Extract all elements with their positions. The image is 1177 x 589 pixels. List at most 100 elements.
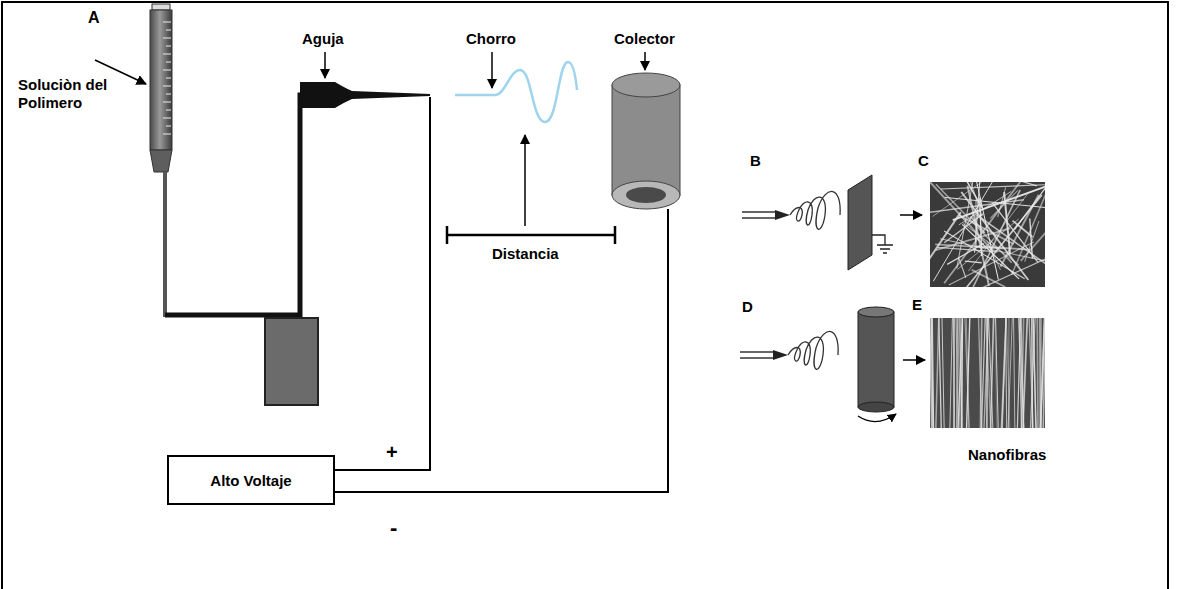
part-label: Colector: [614, 30, 675, 48]
flat-collector-setup: [742, 175, 922, 270]
rotating-drum-setup: [773, 350, 788, 360]
rotating-drum-setup: [740, 351, 773, 353]
aligned-fibers: [1001, 318, 1006, 428]
flat-collector-setup: [900, 214, 922, 216]
random-fibers: [941, 185, 1045, 189]
random-fibers: [930, 182, 1045, 287]
part-label: Aguja: [302, 30, 344, 48]
aligned-fibers: [936, 318, 939, 428]
syringe: [166, 78, 171, 79]
syringe: [150, 10, 172, 150]
flat-collector-setup: [872, 235, 893, 253]
syringe-pump: [265, 318, 318, 405]
random-fibers: [1013, 221, 1033, 237]
aligned-fibers: [1019, 318, 1022, 428]
aligned-fibers: [1002, 318, 1006, 428]
part-label: Chorro: [466, 30, 516, 48]
pointer-arrows: [644, 52, 646, 70]
aligned-fibers: [1041, 318, 1045, 428]
polarity-sign: +: [386, 440, 398, 464]
aligned-fibers: [1036, 318, 1038, 428]
part-label: Soluciòn del Polimero: [18, 76, 143, 112]
dimension-label: Distancia: [492, 245, 559, 263]
rotating-drum-setup: [858, 414, 896, 422]
random-fibers: [959, 215, 1014, 244]
flat-collector-setup: [742, 217, 775, 219]
rotating-drum-setup: [788, 331, 838, 369]
collector: [612, 73, 680, 209]
collector: [612, 73, 680, 97]
aligned-fibers: [1040, 318, 1044, 428]
aligned-fibers: [956, 318, 957, 428]
random-fibers: [976, 246, 1030, 249]
aligned-fibers: [953, 318, 955, 428]
random-fibers: [1021, 230, 1045, 261]
aligned-fibers: [956, 318, 958, 428]
random-fibers: [975, 182, 980, 253]
rotating-drum-setup: [858, 312, 894, 407]
syringe: [163, 22, 171, 23]
random-fibers: [976, 182, 998, 280]
random-fibers: [944, 182, 1021, 283]
aligned-fibers: [965, 318, 969, 428]
rotating-drum-setup: [858, 307, 894, 317]
aligned-fibers: [958, 318, 962, 428]
syringe: [152, 4, 170, 10]
pointer-arrows: [491, 52, 493, 88]
aligned-fibers: [1002, 318, 1006, 428]
rotating-drum-setup: [740, 357, 773, 359]
collector: [612, 181, 680, 209]
syringe: [163, 86, 171, 87]
positive-wire: [335, 97, 430, 470]
needle: [300, 82, 430, 108]
random-fibers: [945, 197, 1045, 207]
pointer-arrows: [95, 52, 645, 226]
random-fibers: [961, 192, 1028, 280]
aligned-fibers: [1034, 318, 1036, 428]
syringe: [163, 38, 171, 39]
aligned-fibers: [1029, 318, 1033, 428]
aligned-fibers: [989, 318, 993, 428]
syringe: [163, 54, 171, 55]
flat-collector-setup: [775, 210, 790, 220]
pointer-arrows: [324, 52, 326, 78]
rotating-drum-setup: [903, 359, 925, 361]
syringe: [163, 134, 171, 135]
polarity-sign: -: [390, 515, 397, 541]
feed-tube: [165, 95, 306, 315]
rotating-drum-setup: [740, 307, 925, 422]
syringe: [163, 70, 171, 71]
syringe: [166, 94, 171, 95]
aligned-fibers: [991, 318, 994, 428]
random-fibers: [944, 231, 1025, 279]
syringe: [163, 118, 171, 119]
random-fibers: [1000, 195, 1038, 267]
syringe: [166, 46, 171, 47]
aligned-fibers: [931, 318, 933, 428]
syringe: [163, 172, 167, 317]
aligned-fibers: [942, 318, 944, 428]
syringe: [166, 30, 171, 31]
aligned-fibers: [1008, 318, 1012, 428]
aligned-fibers: [980, 318, 981, 428]
syringe: [166, 126, 171, 127]
syringe: [163, 102, 171, 103]
collector: [626, 187, 666, 203]
aligned-fibers: [950, 318, 953, 428]
flat-collector-setup: [848, 175, 872, 270]
flat-collector-setup: [790, 191, 840, 229]
collector: [612, 85, 680, 195]
aligned-fibers: [930, 318, 1045, 428]
part-letter: B: [750, 152, 761, 170]
part-letter: E: [912, 296, 922, 314]
caption-label: Nanofibras: [968, 446, 1046, 464]
aligned-fibers: [1006, 318, 1010, 428]
syringe: [163, 22, 171, 134]
part-letter: C: [918, 152, 929, 170]
aligned-fibers: [986, 318, 991, 428]
part-letter: A: [88, 8, 100, 27]
random-fibers: [953, 184, 1045, 220]
syringe: [150, 4, 172, 317]
